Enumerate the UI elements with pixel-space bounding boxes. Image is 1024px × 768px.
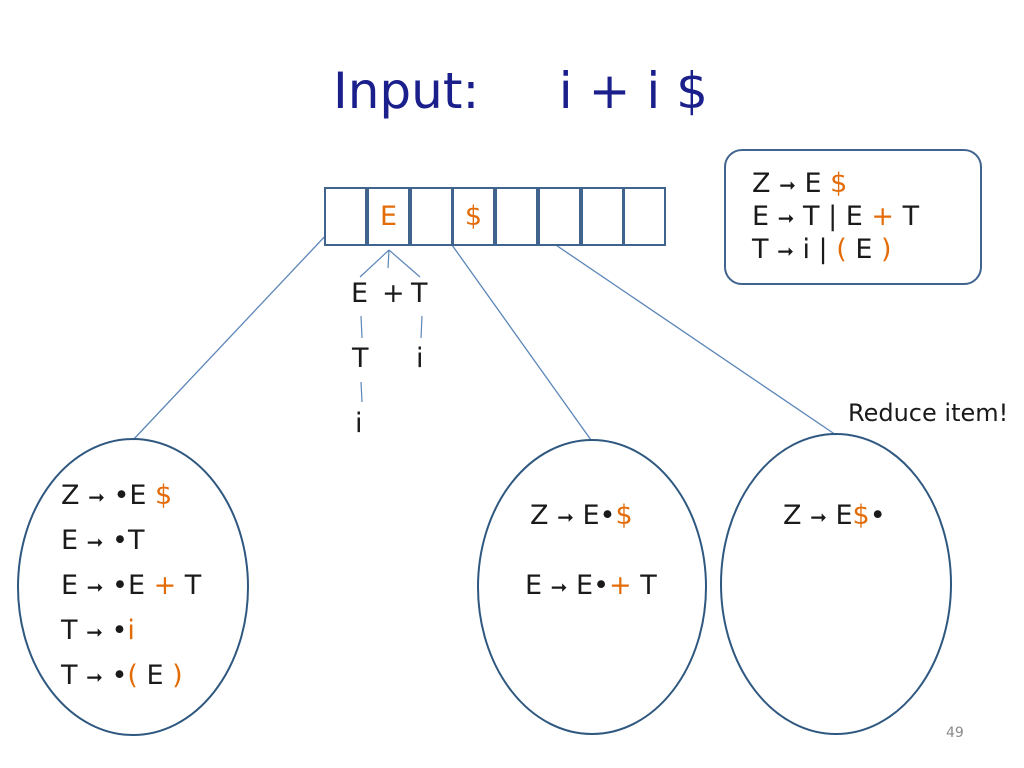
rule-symbol: E	[855, 234, 881, 265]
arrow-icon: ➞	[86, 620, 103, 644]
rule-lhs: T	[61, 615, 78, 646]
rule-lhs: Z	[530, 500, 549, 531]
rule-symbol: +	[871, 201, 895, 232]
rule-symbol: E	[835, 500, 853, 531]
production-rule: E ➞ E•+ T	[525, 570, 657, 601]
rule-symbol: $	[852, 500, 870, 531]
arrow-icon: ➞	[777, 206, 795, 230]
rule-symbol: +	[609, 570, 632, 601]
state1-ellipse	[17, 438, 249, 736]
production-rule: Z ➞ •E $	[61, 480, 172, 511]
rule-symbol: i	[127, 615, 135, 646]
production-rule: T ➞ •( E )	[61, 660, 183, 691]
tree-node-t-child: T	[352, 343, 369, 374]
arrow-icon: ➞	[779, 173, 796, 197]
arrow-icon: ➞	[550, 575, 568, 599]
rule-symbol: •	[111, 615, 128, 646]
rule-symbol: •T	[112, 525, 145, 556]
arrow-icon: ➞	[86, 665, 103, 689]
tree-node-i-right: i	[416, 343, 424, 374]
rule-lhs: Z	[61, 480, 80, 511]
production-rule: E ➞ T | E + T	[752, 201, 919, 232]
production-rule: E ➞ •E + T	[61, 570, 201, 601]
reduce-item-note: Reduce item!	[848, 399, 1009, 427]
arrow-icon: ➞	[86, 530, 104, 554]
page-number: 49	[946, 725, 964, 741]
rule-symbol: •	[111, 660, 128, 691]
rule-symbol: •E	[113, 480, 156, 511]
rule-symbol: E•	[582, 500, 616, 531]
production-rule: Z ➞ E•$	[530, 500, 633, 531]
tree-edge-t-i	[360, 381, 363, 403]
rule-symbol: E	[146, 660, 173, 691]
tape-cell	[538, 187, 581, 246]
rule-symbol: T	[894, 201, 920, 232]
rule-symbol: •	[869, 500, 886, 531]
rule-symbol: (	[836, 234, 856, 265]
tree-edge-e-right	[388, 249, 421, 278]
state3-ellipse	[720, 433, 952, 735]
tape-cell	[410, 187, 453, 246]
tape-cell	[581, 187, 624, 246]
tree-edge-t-i-right	[420, 315, 423, 339]
tree-node-i-left: i	[355, 408, 363, 439]
tape-cell: $	[452, 187, 495, 246]
production-rule: E ➞ •T	[61, 525, 144, 556]
arrow-icon: ➞	[810, 505, 827, 529]
pointer-state3	[514, 217, 837, 436]
rule-symbol: (	[127, 660, 147, 691]
rule-lhs: E	[752, 201, 770, 232]
tree-edge-e-left	[359, 249, 390, 278]
slide-title: Input: i + i $	[333, 62, 708, 120]
rule-lhs: Z	[752, 168, 771, 199]
rule-symbol: •E	[112, 570, 154, 601]
rule-symbol: $	[830, 168, 848, 199]
rule-lhs: E	[525, 570, 543, 601]
rule-symbol: T	[631, 570, 657, 601]
pointer-state1	[132, 213, 346, 441]
rule-lhs: Z	[783, 500, 802, 531]
rule-symbol: i |	[802, 234, 837, 265]
pointer-state2	[431, 215, 592, 441]
tree-node-plus: +	[382, 278, 405, 309]
state2-ellipse	[477, 439, 707, 735]
title-input: i + i $	[558, 62, 708, 120]
arrow-icon: ➞	[557, 505, 574, 529]
tape-cell	[495, 187, 538, 246]
rule-lhs: T	[752, 234, 769, 265]
tape-cell: E	[367, 187, 410, 246]
tree-node-t: T	[411, 278, 428, 309]
rule-symbol: $	[155, 480, 173, 511]
production-rule: T ➞ •i	[61, 615, 135, 646]
rule-lhs: T	[61, 660, 78, 691]
tree-node-e: E	[351, 278, 369, 309]
tape-cell	[623, 187, 666, 246]
production-rule: T ➞ i | ( E )	[752, 234, 892, 265]
tree-edge-e-t	[360, 315, 363, 339]
tree-edge-e-mid	[387, 249, 390, 269]
production-rule: Z ➞ E $	[752, 168, 847, 199]
rule-symbol: +	[153, 570, 177, 601]
arrow-icon: ➞	[88, 485, 105, 509]
rule-symbol: E	[804, 168, 831, 199]
production-rule: Z ➞ E$•	[783, 500, 886, 531]
rule-symbol: $	[615, 500, 633, 531]
rule-symbol: T	[176, 570, 202, 601]
tape-cell	[324, 187, 367, 246]
title-label: Input:	[333, 62, 480, 120]
rule-symbol: E•	[576, 570, 610, 601]
rule-symbol: )	[172, 660, 183, 691]
rule-symbol: )	[881, 234, 892, 265]
rule-symbol: T | E	[803, 201, 872, 232]
arrow-icon: ➞	[777, 239, 794, 263]
rule-lhs: E	[61, 525, 79, 556]
rule-lhs: E	[61, 570, 79, 601]
arrow-icon: ➞	[86, 575, 104, 599]
